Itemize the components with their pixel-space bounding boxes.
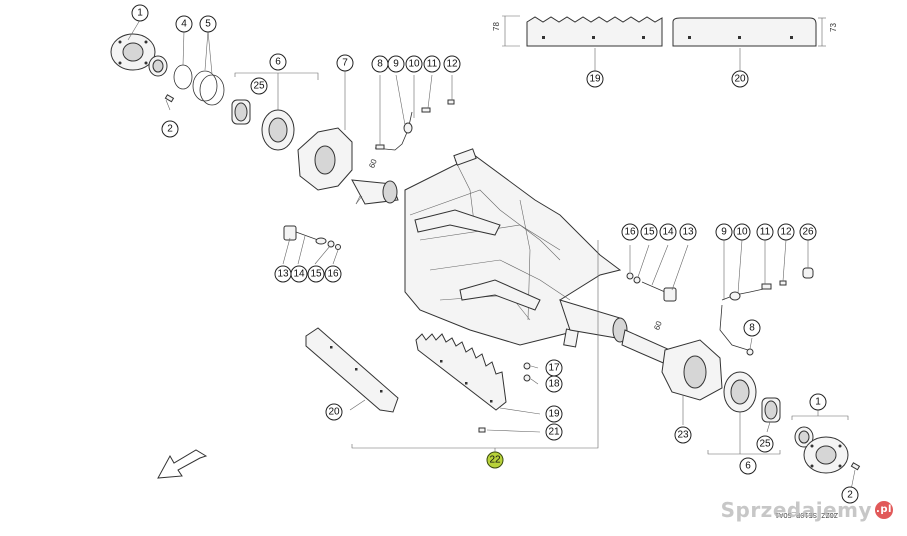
callout-25-top: 25 (250, 77, 268, 95)
svg-text:12: 12 (446, 59, 458, 70)
svg-text:25: 25 (759, 439, 771, 450)
callout-4: 4 (175, 15, 193, 33)
callout-19-top: 19 (586, 70, 604, 88)
callout-11-top: 11 (423, 55, 441, 73)
svg-text:7: 7 (342, 58, 348, 69)
callout-2-bottom: 2 (841, 486, 859, 504)
callout-10-right: 10 (733, 223, 751, 241)
callout-22-highlighted: 22 (486, 451, 504, 469)
svg-text:15: 15 (310, 269, 322, 280)
callout-25-bottom: 25 (756, 435, 774, 453)
callout-15-right: 15 (640, 223, 658, 241)
svg-text:4: 4 (181, 19, 187, 30)
callout-17: 17 (545, 359, 563, 377)
svg-text:18: 18 (548, 379, 560, 390)
svg-text:11: 11 (427, 59, 438, 70)
direction-arrow-icon (157, 449, 208, 479)
loose-blades (305, 240, 599, 452)
svg-text:19: 19 (589, 74, 601, 85)
svg-text:5: 5 (205, 19, 211, 30)
dim-60-lower: 60 (652, 319, 664, 331)
right-grease-nipple-group (626, 244, 689, 302)
callout-9-top: 9 (387, 55, 405, 73)
svg-text:19: 19 (548, 409, 560, 420)
drawing-code: ZOZZ SE10P_SOA1 (775, 510, 838, 518)
callout-14-left: 14 (290, 265, 308, 283)
svg-text:25: 25 (253, 81, 265, 92)
callout-21: 21 (545, 423, 563, 441)
callout-23: 23 (674, 426, 692, 444)
callout-6-bottom: 6 (739, 457, 757, 475)
svg-text:8: 8 (749, 323, 755, 334)
callout-20-bottom: 20 (325, 403, 343, 421)
callout-26: 26 (799, 223, 817, 241)
callout-8-top: 8 (371, 55, 389, 73)
svg-text:2: 2 (847, 490, 853, 501)
right-bearing-assembly (661, 339, 861, 491)
callout-6-top: 6 (269, 53, 287, 71)
callout-13-left: 13 (274, 265, 292, 283)
svg-text:21: 21 (548, 427, 560, 438)
callout-14-right: 14 (659, 223, 677, 241)
svg-text:6: 6 (745, 461, 751, 472)
blade-20-detail: 73 (672, 17, 838, 72)
callout-13-right: 13 (679, 223, 697, 241)
callout-20-top: 20 (731, 70, 749, 88)
callout-11-right: 11 (756, 223, 774, 241)
svg-text:10: 10 (408, 59, 420, 70)
svg-text:8: 8 (377, 59, 383, 70)
svg-text:6: 6 (275, 57, 281, 68)
rotor-drum: 60 (351, 148, 671, 366)
callout-10-top: 10 (405, 55, 423, 73)
svg-text:9: 9 (393, 59, 399, 70)
svg-text:15: 15 (643, 227, 655, 238)
callout-19-bottom: 19 (545, 405, 563, 423)
svg-text:12: 12 (780, 227, 792, 238)
svg-text:13: 13 (277, 269, 289, 280)
svg-text:22: 22 (489, 455, 501, 466)
callout-12-top: 12 (443, 55, 461, 73)
svg-text:26: 26 (802, 227, 814, 238)
callout-9-right: 9 (715, 223, 733, 241)
svg-text:17: 17 (548, 363, 560, 374)
svg-text:9: 9 (721, 227, 727, 238)
svg-text:11: 11 (760, 227, 771, 238)
callout-16-left: 16 (324, 265, 342, 283)
left-grease-nipple-group (282, 225, 341, 265)
blade-19-detail: 78 (492, 15, 663, 72)
callout-7: 7 (336, 54, 354, 72)
callout-1-bottom: 1 (809, 393, 827, 411)
callout-1-top: 1 (131, 4, 149, 22)
watermark-logo: Sprzedajemy .pl (721, 498, 893, 522)
svg-text:1: 1 (137, 8, 143, 19)
svg-text:13: 13 (682, 227, 694, 238)
callout-5: 5 (199, 15, 217, 33)
svg-text:20: 20 (328, 407, 340, 418)
callout-2-top: 2 (161, 120, 179, 138)
callout-15-left: 15 (307, 265, 325, 283)
svg-text:1: 1 (815, 397, 821, 408)
svg-text:2: 2 (167, 124, 173, 135)
callout-12-right: 12 (777, 223, 795, 241)
left-bearing-assembly (110, 19, 353, 191)
dim-78: 78 (492, 22, 501, 31)
callout-8-right: 8 (743, 319, 761, 337)
watermark-badge: .pl (875, 501, 893, 519)
callout-16-right: 16 (621, 223, 639, 241)
upper-grease-line: 60 (367, 74, 455, 169)
svg-text:14: 14 (293, 269, 305, 280)
callout-18: 18 (545, 375, 563, 393)
svg-text:20: 20 (734, 74, 746, 85)
dim-73: 73 (829, 23, 838, 32)
right-grease-line (719, 239, 814, 356)
svg-text:16: 16 (624, 227, 636, 238)
svg-text:10: 10 (736, 227, 748, 238)
svg-text:14: 14 (662, 227, 674, 238)
svg-text:16: 16 (327, 269, 339, 280)
watermark-text: Sprzedajemy (720, 498, 872, 522)
svg-text:23: 23 (677, 430, 689, 441)
dim-60-upper: 60 (367, 157, 379, 169)
